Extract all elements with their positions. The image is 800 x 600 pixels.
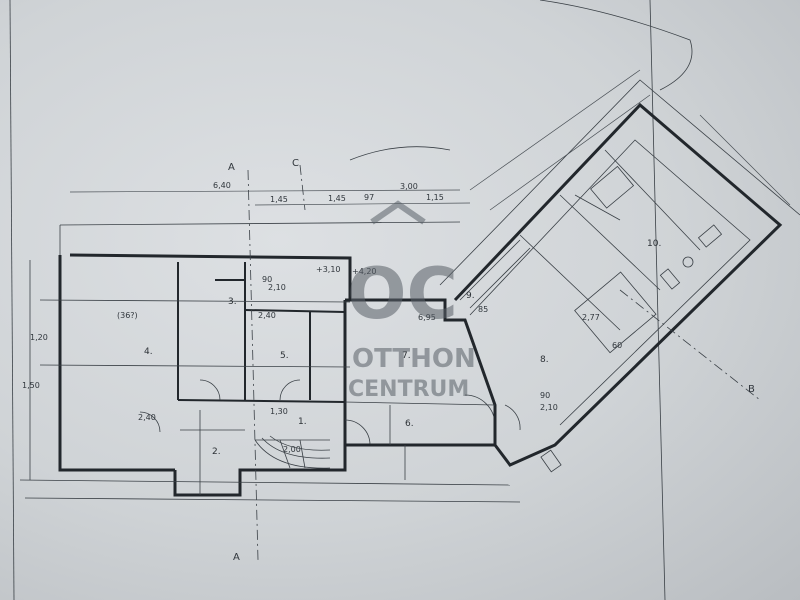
left-wing-walls <box>19 221 521 503</box>
paper-edge <box>9 0 15 600</box>
arc-line <box>349 146 451 161</box>
label-area: (36?) <box>117 311 138 320</box>
angled-wing-walls <box>439 69 800 473</box>
section-mark-a-bottom: A <box>233 552 240 563</box>
label-210a: 2,10 <box>268 283 286 292</box>
label-120: 1,20 <box>30 333 48 342</box>
dimension-line-top <box>69 189 461 193</box>
section-mark-c: C <box>292 158 299 169</box>
room-label-1: 1. <box>298 417 307 427</box>
paper-fold <box>649 0 666 600</box>
room-label-3: 3. <box>228 297 237 307</box>
watermark-line2: CENTRUM <box>348 377 469 402</box>
label-90a: 90 <box>262 275 272 284</box>
watermark-line1: OTTHON <box>352 344 476 374</box>
label-240b: 2,40 <box>138 413 156 422</box>
staircase <box>254 435 331 469</box>
label-277: 2,77 <box>582 313 600 322</box>
section-mark-b: B <box>748 384 755 395</box>
label-210b: 2,10 <box>540 403 558 412</box>
dim-4: 3,00 <box>400 182 418 191</box>
room-label-9: 9. <box>466 291 475 301</box>
section-lines <box>247 164 761 561</box>
room-label-6: 6. <box>405 419 414 429</box>
section-mark-a-top: A <box>228 162 235 173</box>
dim-2: 1,45 <box>328 194 346 203</box>
label-130: 1,30 <box>270 407 288 416</box>
room-label-8: 8. <box>540 355 549 365</box>
dim-total: 6,40 <box>213 181 231 190</box>
dim-5: 1,15 <box>426 193 444 202</box>
room-label-10: 10. <box>647 239 661 249</box>
dim-1: 1,45 <box>270 195 288 204</box>
room-label-2: 2. <box>212 447 221 457</box>
label-60: 60 <box>612 341 622 350</box>
dimension-line-sub <box>254 202 471 206</box>
label-85: 85 <box>478 305 488 314</box>
label-150: 1,50 <box>22 381 40 390</box>
room-label-7: 7. <box>402 351 411 361</box>
otthon-centrum-watermark: OC OTTHON CENTRUM <box>347 200 476 402</box>
room-label-5: 5. <box>280 351 289 361</box>
label-level-310: +3,10 <box>316 265 341 274</box>
label-695: 6,95 <box>418 313 436 322</box>
label-240: 2,40 <box>258 311 276 320</box>
interior-partitions <box>39 262 351 495</box>
dim-3: 97 <box>364 193 374 202</box>
watermark-logo: OC <box>347 253 458 335</box>
label-200: 2,00 <box>283 445 301 454</box>
room-label-4: 4. <box>144 347 153 357</box>
curved-wall <box>539 0 693 91</box>
label-level-420: +4,20 <box>352 267 377 276</box>
label-90b: 90 <box>540 391 550 400</box>
